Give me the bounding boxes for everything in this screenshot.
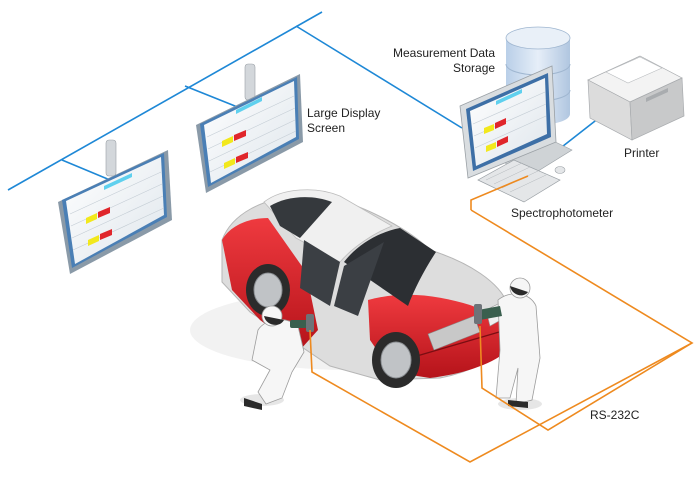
printer-label: Printer [624,146,660,160]
large-display-left [58,139,172,274]
computer-icon [459,65,573,203]
network-lines [7,11,605,191]
rs232c-cable [470,175,529,210]
network-backbone [7,11,323,191]
car-illustration [190,189,511,388]
large-display-right [196,63,303,193]
printer-icon [587,55,685,141]
measurement-data-storage-label: Measurement Data Storage [393,46,496,75]
rs232c-lines [309,175,694,463]
technician-left [240,305,314,410]
spectrophotometer-label: Spectrophotometer [511,206,614,220]
large-display-screen-label: Large Display Screen [307,106,381,135]
technician-right [474,277,542,410]
rs232c-label: RS-232C [590,408,640,422]
